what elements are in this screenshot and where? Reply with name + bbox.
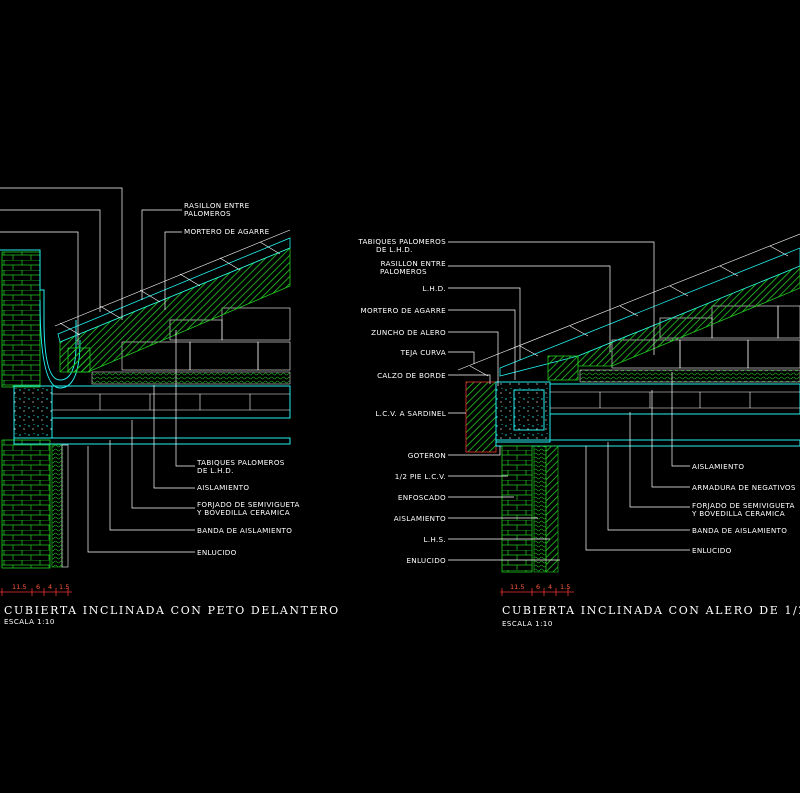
sardinel-brick [465, 381, 497, 453]
zuncho-alero [495, 381, 551, 443]
left-roof-detail: RASILLON ENTRE PALOMEROS MORTERO DE AGAR… [0, 187, 340, 626]
label-armadura: ARMADURA DE NEGATIVOS [692, 483, 796, 492]
label-sardinel: L.C.V. A SARDINEL [375, 409, 446, 418]
calzo-borde [547, 355, 579, 381]
label-forjado-1: FORJADO DE SEMIVIGUETA [197, 500, 300, 509]
right-labels-right: AISLAMIENTO ARMADURA DE NEGATIVOS FORJAD… [691, 462, 796, 555]
right-detail-title: CUBIERTA INCLINADA CON ALERO DE 1/2 PIE [502, 604, 800, 617]
dim-1-5: 1.5 [59, 583, 69, 591]
label-tabiques-1: TABIQUES PALOMEROS [196, 458, 285, 467]
roof-tiles [59, 241, 281, 336]
right-floor-insulation [579, 369, 800, 383]
dim-11-5: 11.5 [510, 583, 524, 591]
label-forjado-2: Y BOVEDILLA CERAMICA [691, 509, 785, 518]
right-leaders-left [448, 241, 655, 561]
dim-4: 4 [548, 583, 552, 591]
roof-tile-line [54, 229, 291, 327]
floor-insulation [91, 371, 291, 385]
label-rasillon-2: PALOMEROS [184, 209, 231, 218]
label-enlucido: ENLUCIDO [692, 546, 732, 555]
label-mortero: MORTERO DE AGARRE [361, 306, 447, 315]
right-roof-detail: TABIQUES PALOMEROS DE L.H.D. RASILLON EN… [357, 233, 800, 628]
lower-brick-wall [1, 439, 51, 569]
right-roof-mortar [499, 247, 800, 377]
dim-1-5: 1.5 [560, 583, 570, 591]
roof-mortar [57, 237, 291, 343]
ceiling-plaster [13, 437, 291, 445]
floor-slab [51, 385, 291, 419]
label-goteron: GOTERON [408, 451, 446, 460]
label-enlucido: ENLUCIDO [197, 548, 237, 557]
dim-6: 6 [536, 583, 540, 591]
label-banda: BANDA DE AISLAMIENTO [197, 526, 292, 535]
label-aislamiento-wall: AISLAMIENTO [394, 514, 446, 523]
right-floor-slab [549, 383, 800, 415]
lhs-inner-leaf [545, 445, 559, 573]
dim-6: 6 [36, 583, 40, 591]
left-dimension-line: 11.5 6 4 1.5 [0, 583, 72, 596]
label-forjado-2: Y BOVEDILLA CERAMICA [196, 508, 290, 517]
label-rasillon-1: RASILLON ENTRE [184, 201, 250, 210]
right-leaders-right [585, 372, 690, 551]
label-tabiques-2: DE L.H.D. [376, 245, 413, 254]
label-banda: BANDA DE AISLAMIENTO [692, 526, 787, 535]
right-wall-insulation [533, 445, 547, 573]
wall-insulation [51, 444, 63, 568]
right-dimension-line: 11.5 6 4 1.5 [500, 583, 574, 596]
label-lhd: L.H.D. [423, 284, 446, 293]
wall-inner-leaf [61, 444, 69, 568]
label-mortero: MORTERO DE AGARRE [184, 227, 270, 236]
label-aislamiento: AISLAMIENTO [197, 483, 249, 492]
label-enfoscado: ENFOSCADO [398, 493, 446, 502]
parapet-brick-wall [1, 251, 41, 388]
label-enlucido-wall: ENLUCIDO [406, 556, 446, 565]
left-detail-title: CUBIERTA INCLINADA CON PETO DELANTERO [4, 604, 340, 617]
label-rasillon-1: RASILLON ENTRE [381, 259, 447, 268]
left-detail-scale: ESCALA 1:10 [4, 618, 55, 626]
right-detail-scale: ESCALA 1:10 [502, 620, 553, 628]
left-leaders [0, 187, 195, 553]
dim-11-5: 11.5 [12, 583, 26, 591]
right-labels-left: TABIQUES PALOMEROS DE L.H.D. RASILLON EN… [357, 237, 446, 565]
label-tabiques-2: DE L.H.D. [197, 466, 234, 475]
label-teja: TEJA CURVA [400, 348, 446, 357]
label-calzo: CALZO DE BORDE [377, 371, 446, 380]
half-foot-brick-wall [501, 445, 533, 573]
edge-beam [13, 385, 53, 439]
label-forjado-1: FORJADO DE SEMIVIGUETA [692, 501, 795, 510]
label-tabiques-1: TABIQUES PALOMEROS [357, 237, 446, 246]
label-rasillon-2: PALOMEROS [380, 267, 427, 276]
right-roof-tiles [469, 245, 789, 377]
label-medio-pie: 1/2 PIE L.C.V. [395, 472, 446, 481]
right-roof-rasillon [577, 265, 800, 367]
left-labels: RASILLON ENTRE PALOMEROS MORTERO DE AGAR… [184, 201, 300, 557]
dim-4: 4 [48, 583, 52, 591]
label-aislamiento-floor: AISLAMIENTO [692, 462, 744, 471]
label-zuncho: ZUNCHO DE ALERO [371, 328, 446, 337]
label-lhs: L.H.S. [424, 535, 447, 544]
